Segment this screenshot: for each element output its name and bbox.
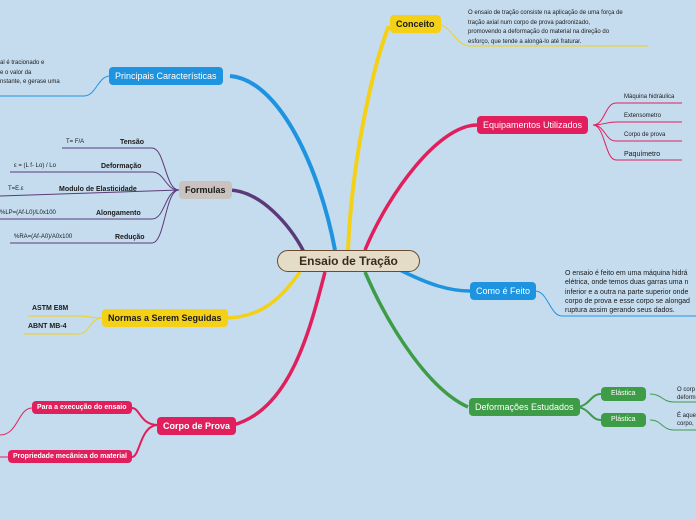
elastica-text: O corp deform bbox=[677, 386, 696, 402]
deformacao-elastica[interactable]: Elástica bbox=[601, 387, 646, 401]
topic-normas[interactable]: Normas a Serem Seguidas bbox=[102, 309, 228, 327]
central-topic[interactable]: Ensaio de Tração bbox=[277, 250, 420, 272]
principais-line: e o valor da bbox=[0, 69, 32, 76]
elastica-line: O corp bbox=[677, 387, 696, 393]
formula-expression: T=E.ε bbox=[8, 186, 24, 192]
principais-text: al é tracionado e e o valor da nstante, … bbox=[0, 59, 60, 88]
formula-expression: T= F/A bbox=[66, 139, 85, 145]
formula-name[interactable]: Modulo de Elasticidade bbox=[59, 186, 137, 193]
corpo-item[interactable]: Propriedade mecânica do material bbox=[8, 450, 132, 463]
como-text: O ensaio é feito em uma máquina hidrá el… bbox=[565, 269, 690, 315]
topic-como-e-feito[interactable]: Como é Feito bbox=[470, 282, 537, 300]
elastica-line: deform bbox=[677, 395, 696, 401]
formula-expression: ε = (L f- Lo) / Lo bbox=[14, 163, 56, 169]
norma-item[interactable]: ABNT MB-4 bbox=[28, 323, 67, 330]
deformacao-plastica[interactable]: Plástica bbox=[601, 413, 646, 427]
norma-item[interactable]: ASTM E8M bbox=[32, 305, 69, 312]
formula-name[interactable]: Deformação bbox=[101, 163, 142, 170]
conceito-text: O ensaio de tração consiste na aplicação… bbox=[468, 9, 623, 47]
topic-corpo-de-prova[interactable]: Corpo de Prova bbox=[157, 417, 237, 435]
topic-deformacoes[interactable]: Deformações Estudados bbox=[469, 398, 580, 416]
formula-name[interactable]: Redução bbox=[115, 234, 145, 241]
topic-equipamentos[interactable]: Equipamentos Utilizados bbox=[477, 116, 589, 134]
equipamento-item[interactable]: Extensometro bbox=[624, 113, 662, 119]
plastica-line: É aque bbox=[677, 413, 696, 419]
formula-expression: %LP=(Af-L0)/L0x100 bbox=[0, 210, 56, 216]
principais-line: al é tracionado e bbox=[0, 60, 45, 66]
corpo-item[interactable]: Para a execução do ensaio bbox=[32, 401, 132, 414]
equipamento-item[interactable]: Paquímetro bbox=[624, 151, 661, 158]
conceito-line: esforço, que tende a alongá-lo até fratu… bbox=[468, 38, 582, 45]
como-line: corpo de prova e esse corpo se alongad bbox=[565, 297, 690, 305]
conceito-line: O ensaio de tração consiste na aplicação… bbox=[468, 10, 623, 16]
conceito-line: promovendo a deformação do material na d… bbox=[468, 29, 610, 35]
plastica-text: É aque corpo, bbox=[677, 412, 696, 428]
topic-formulas[interactable]: Formulas bbox=[179, 181, 232, 199]
equipamento-item[interactable]: Máquina hidráulica bbox=[624, 94, 675, 100]
topic-conceito[interactable]: Conceito bbox=[390, 15, 441, 33]
equipamento-item[interactable]: Corpo de prova bbox=[624, 132, 666, 138]
conceito-line: tração axial num corpo de prova padroniz… bbox=[468, 19, 591, 26]
como-line: inferior e a outra na parte superior ond… bbox=[565, 288, 689, 296]
como-line: O ensaio é feito em uma máquina hidrá bbox=[565, 270, 688, 277]
principais-line: nstante, e gerase uma bbox=[0, 79, 60, 85]
topic-principais-caracteristicas[interactable]: Principais Características bbox=[109, 67, 223, 85]
formula-expression: %RA=(Af-A0)/A0x100 bbox=[14, 234, 73, 240]
como-line: elétrica, onde temos duas garras uma n bbox=[565, 279, 689, 287]
como-line: ruptura assim gerando seus dados. bbox=[565, 307, 675, 315]
plastica-line: corpo, bbox=[677, 421, 694, 427]
formula-name[interactable]: Alongamento bbox=[96, 210, 141, 217]
formula-name[interactable]: Tensão bbox=[120, 139, 144, 146]
